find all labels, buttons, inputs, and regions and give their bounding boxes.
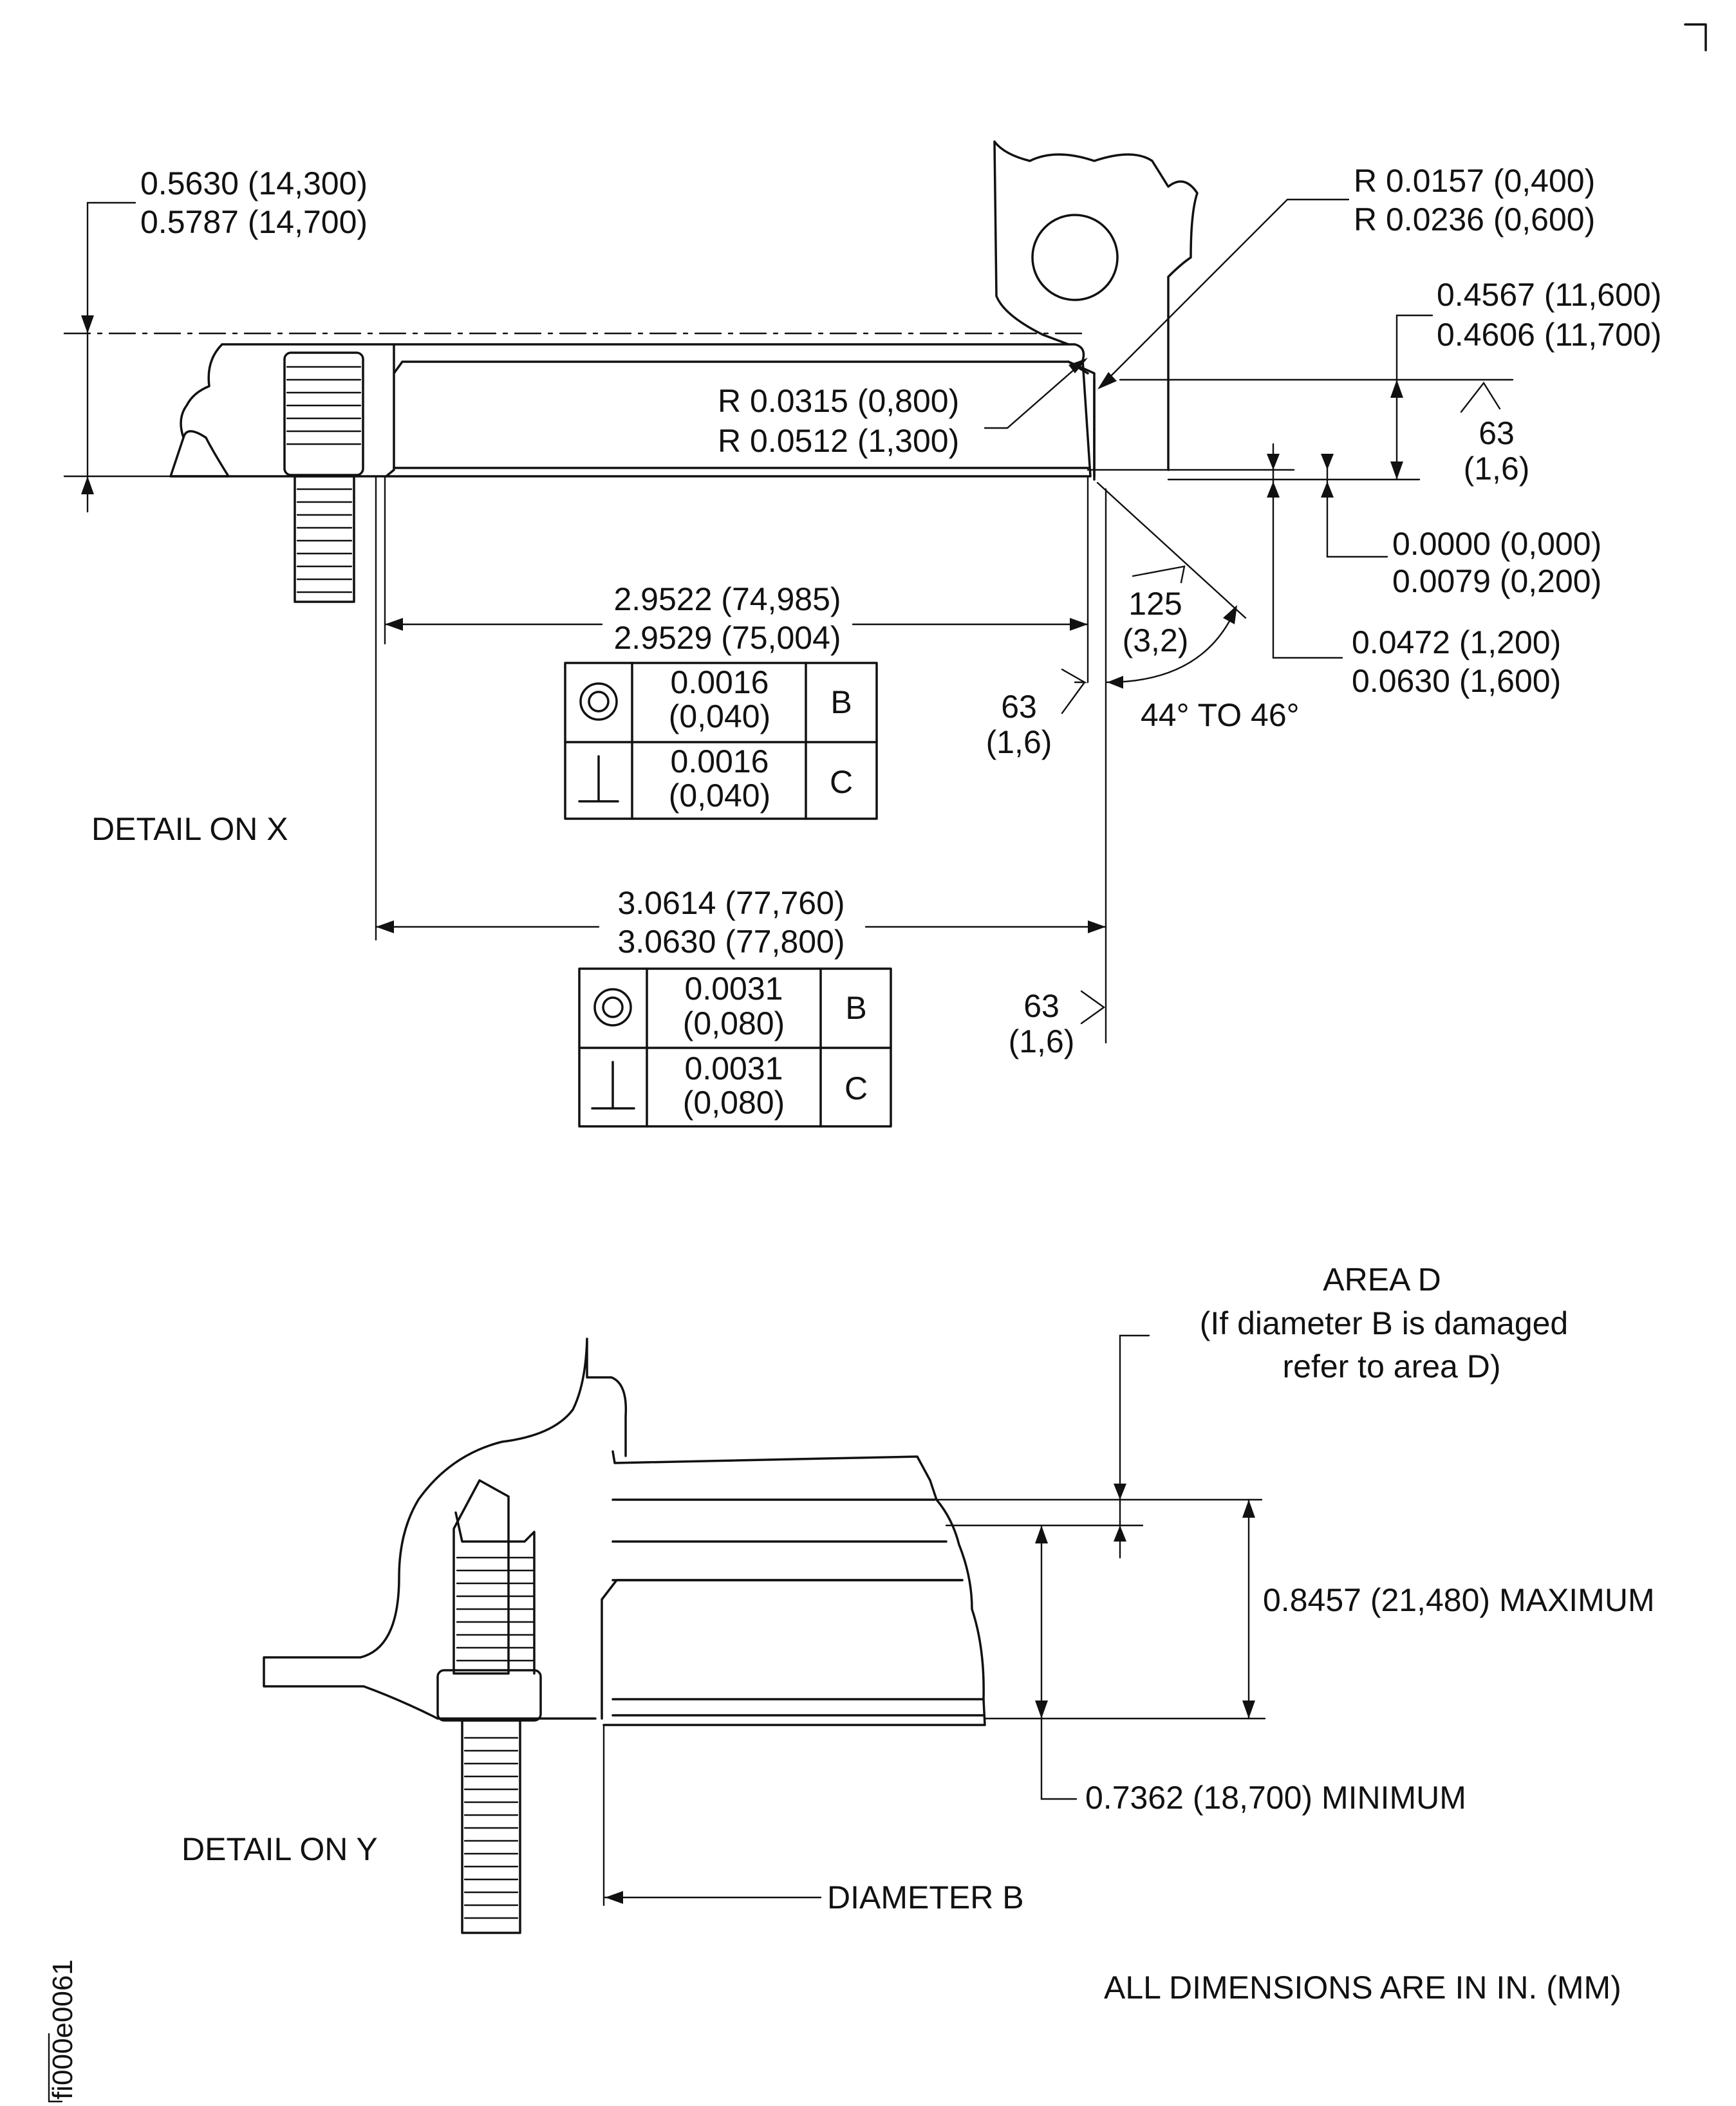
dim-step-small-line2: 0.0079 (0,200) bbox=[1392, 563, 1601, 599]
svg-text:B: B bbox=[830, 684, 852, 720]
dim-diameter-inner-line1: 2.9522 (74,985) bbox=[613, 581, 841, 617]
fcf-outer: 0.0031 (0,080) B 0.0031 (0,080) C bbox=[578, 967, 892, 1128]
svg-text:refer to area D): refer to area D) bbox=[1282, 1348, 1500, 1384]
dim-diameter-outer-line2: 3.0630 (77,800) bbox=[617, 924, 845, 960]
stud-upper bbox=[453, 1479, 510, 1675]
figure-id-label: fi000e0061 bbox=[47, 1959, 79, 2100]
dim-step-small: 0.0000 (0,000) 0.0079 (0,200) bbox=[1321, 454, 1601, 599]
lug-hole bbox=[1031, 214, 1119, 301]
finish-63-c: 63 (1,6) bbox=[1009, 988, 1106, 1059]
detail-y-geometry bbox=[263, 1337, 1266, 1934]
housing-y-outline bbox=[263, 1337, 628, 1720]
svg-text:(1,6): (1,6) bbox=[1009, 1023, 1075, 1059]
svg-text:(1,6): (1,6) bbox=[986, 724, 1052, 760]
svg-text:63: 63 bbox=[1001, 689, 1037, 725]
finish-125-metric: (3,2) bbox=[1123, 622, 1189, 658]
dim-maximum: 0.8457 (21,480) MAXIMUM bbox=[1242, 1498, 1655, 1720]
figure-id: fi000e0061 bbox=[47, 1959, 79, 2103]
dim-diameter-outer-line1: 3.0614 (77,760) bbox=[617, 885, 845, 921]
bolt-threads bbox=[286, 366, 362, 593]
housing-notch bbox=[169, 430, 230, 478]
dim-step-large-line1: 0.0472 (1,200) bbox=[1352, 624, 1561, 660]
dim-height-upper: 0.5630 (14,300) 0.5787 (14,700) bbox=[81, 165, 368, 513]
perpendicularity-icon bbox=[578, 755, 619, 803]
dim-radius-outer: R 0.0157 (0,400) R 0.0236 (0,600) bbox=[1097, 163, 1595, 389]
dim-diameter-inner-line2: 2.9529 (75,004) bbox=[613, 620, 841, 656]
dim-height-upper-line2: 0.5787 (14,700) bbox=[140, 204, 368, 240]
chamfer-ext-line bbox=[1096, 481, 1247, 619]
top-lug bbox=[993, 140, 1199, 471]
dim-diameter-outer: 3.0614 (77,760) 3.0630 (77,800) bbox=[375, 885, 1107, 960]
bolt-shank bbox=[294, 475, 355, 603]
detail-x-title: DETAIL ON X bbox=[91, 811, 288, 847]
svg-text:(0,040): (0,040) bbox=[669, 778, 770, 814]
area-d-title: AREA D bbox=[1323, 1262, 1441, 1298]
svg-text:C: C bbox=[830, 764, 853, 800]
detail-x-geometry bbox=[63, 140, 1514, 1044]
svg-text:0.0031: 0.0031 bbox=[685, 971, 783, 1007]
dim-step-large: 0.0472 (1,200) 0.0630 (1,600) bbox=[1267, 443, 1561, 699]
perpendicularity-icon bbox=[591, 1061, 635, 1110]
svg-text:(0,040): (0,040) bbox=[669, 698, 770, 734]
finish-125-and-angle: 125 (3,2) 44° TO 46° bbox=[1106, 565, 1300, 733]
stud-nut bbox=[436, 1669, 542, 1722]
dim-radius-inner: R 0.0315 (0,800) R 0.0512 (1,300) bbox=[718, 358, 1088, 459]
dim-radius-inner-line2: R 0.0512 (1,300) bbox=[718, 423, 959, 459]
dim-diameter-inner: 2.9522 (74,985) 2.9529 (75,004) bbox=[384, 581, 1089, 656]
stud-collar bbox=[454, 1511, 536, 1675]
svg-text:63: 63 bbox=[1479, 415, 1515, 451]
svg-text:(0,080): (0,080) bbox=[683, 1005, 785, 1041]
bolt-head bbox=[283, 351, 364, 476]
detail-y-title: DETAIL ON Y bbox=[182, 1831, 378, 1867]
diameter-b-callout: DIAMETER B bbox=[604, 1879, 1024, 1915]
diameter-b-label: DIAMETER B bbox=[827, 1879, 1024, 1915]
body-y-outline bbox=[601, 1450, 986, 1726]
dim-flange-height-line1: 0.4567 (11,600) bbox=[1437, 277, 1661, 313]
concentricity-icon bbox=[579, 682, 618, 721]
area-d-note: AREA D (If diameter B is damaged refer t… bbox=[1114, 1262, 1569, 1559]
svg-text:(1,6): (1,6) bbox=[1464, 451, 1530, 487]
dim-radius-inner-line1: R 0.0315 (0,800) bbox=[718, 383, 959, 419]
fcf-inner: 0.0016 (0,040) B 0.0016 (0,040) C bbox=[564, 662, 878, 820]
svg-text:B: B bbox=[845, 990, 866, 1026]
dim-maximum-label: 0.8457 (21,480) MAXIMUM bbox=[1263, 1582, 1655, 1618]
svg-text:(0,080): (0,080) bbox=[683, 1085, 785, 1121]
body-y-bands bbox=[611, 1498, 985, 1717]
svg-text:0.0031: 0.0031 bbox=[685, 1050, 783, 1086]
svg-text:0.0016: 0.0016 bbox=[671, 743, 769, 779]
corner-mark bbox=[1684, 23, 1707, 51]
svg-text:63: 63 bbox=[1023, 988, 1059, 1024]
concentricity-icon bbox=[593, 988, 632, 1027]
dim-radius-outer-line1: R 0.0157 (0,400) bbox=[1354, 163, 1595, 199]
dim-radius-outer-line2: R 0.0236 (0,600) bbox=[1354, 201, 1595, 238]
svg-text:(If diameter B is damaged: (If diameter B is damaged bbox=[1200, 1305, 1569, 1341]
dim-flange-height: 0.4567 (11,600) 0.4606 (11,700) bbox=[1390, 277, 1661, 481]
units-note: ALL DIMENSIONS ARE IN IN. (MM) bbox=[1104, 1970, 1621, 2006]
stud-threads bbox=[456, 1556, 534, 1919]
dim-flange-height-line2: 0.4606 (11,700) bbox=[1437, 317, 1661, 353]
svg-text:C: C bbox=[845, 1070, 868, 1106]
angle-label: 44° TO 46° bbox=[1141, 697, 1300, 733]
dim-step-small-line1: 0.0000 (0,000) bbox=[1392, 526, 1601, 562]
dim-minimum: 0.7362 (18,700) MINIMUM bbox=[1035, 1524, 1466, 1816]
dim-minimum-label: 0.7362 (18,700) MINIMUM bbox=[1085, 1780, 1466, 1816]
stud-lower bbox=[461, 1719, 521, 1934]
dim-step-large-line2: 0.0630 (1,600) bbox=[1352, 663, 1561, 699]
finish-63-a: 63 (1,6) bbox=[1460, 381, 1530, 487]
dim-height-upper-line1: 0.5630 (14,300) bbox=[140, 165, 368, 201]
finish-125-value: 125 bbox=[1128, 586, 1182, 622]
finish-63-b: 63 (1,6) bbox=[986, 668, 1088, 760]
svg-text:0.0016: 0.0016 bbox=[671, 664, 769, 700]
